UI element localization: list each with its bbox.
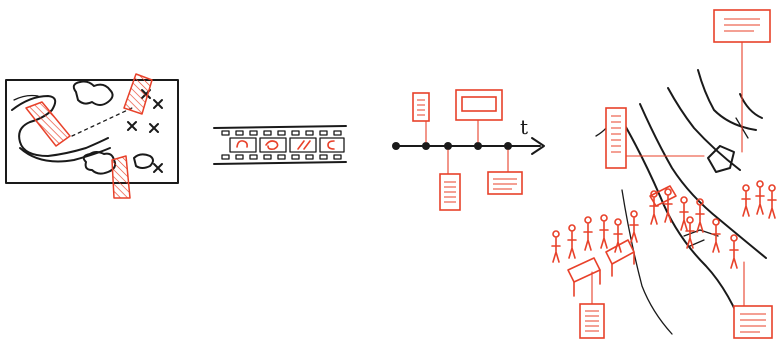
timeline-point-3 [474,142,482,150]
map-lake-north [72,80,114,106]
film-frame-4 [319,137,345,153]
film-perforations-top [221,130,342,136]
map-frame [5,79,179,184]
map-lake-south [82,151,117,175]
timeline-arrowhead [531,137,545,155]
timeline-note-2 [439,173,461,211]
timeline-point-0 [392,142,400,150]
scene-kiosk [707,145,735,173]
crowd-figures-left [551,210,639,263]
scene-building-corner [739,93,763,119]
film-frame-3 [289,137,317,153]
scene-note-left [605,107,627,169]
crowd-scene-icon [551,9,777,339]
film-frame-1-mark [236,140,248,148]
timeline-note-3 [455,89,503,121]
map-highlight-left [25,101,71,147]
scene-road-edge [621,189,673,335]
scene-note-bottom-right [733,305,773,339]
film-strip-icon [213,125,347,165]
film-edge-bottom [213,161,347,165]
map-pond [133,153,154,169]
scene-path-right [667,87,741,171]
map-cross-5 [153,163,163,173]
scene-path-left-edge [615,109,747,337]
map-cross-4 [149,123,159,133]
scene-path-middle [639,103,767,259]
timeline-point-2 [444,142,452,150]
timeline-point-1 [422,142,430,150]
film-edge-top [213,125,347,129]
crowd-figures-center [649,188,739,269]
map-highlight-bottom [111,155,131,199]
film-frame-3-mark [297,140,311,150]
timeline-icon: t [392,89,545,211]
scene-note-top [713,9,771,43]
scene-building-edge [697,69,757,131]
market-stalls [567,185,677,297]
timeline-axis-label: t [520,115,528,139]
map-cross-2 [153,99,163,109]
film-perforations-bottom [221,154,342,160]
scene-note-bottom-left [579,303,605,339]
film-frame-2 [259,137,287,153]
film-frame-4-mark [327,140,335,150]
map-river [11,95,109,157]
timeline-note-4 [487,171,523,195]
map-route-dotted [71,107,133,137]
film-frame-2-mark [265,140,279,150]
annotated-map-icon [5,73,179,199]
map-cross-3 [127,121,137,131]
map-highlight-top [123,73,153,115]
map-road [13,94,39,101]
map-river-bank [19,147,111,163]
timeline-note-1 [412,92,430,122]
timeline-point-4 [504,142,512,150]
crowd-figures-right [741,180,777,219]
film-frame-1 [229,137,257,153]
